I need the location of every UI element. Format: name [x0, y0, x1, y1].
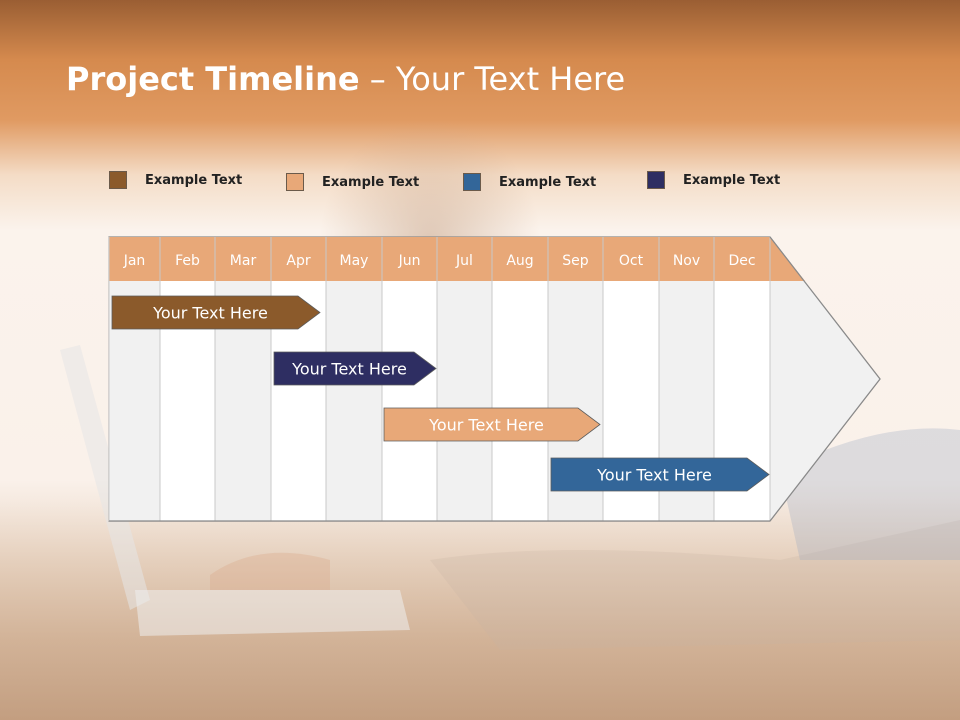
- task-label: Your Text Here: [152, 304, 268, 323]
- page-title: Project Timeline – Your Text Here: [66, 60, 625, 98]
- month-label: May: [340, 253, 369, 269]
- legend-swatch-1: [109, 171, 127, 189]
- month-label: Jul: [455, 253, 473, 269]
- arrow-head: [770, 281, 880, 521]
- task-label: Your Text Here: [596, 466, 712, 485]
- legend-label-3: Example Text: [499, 174, 597, 190]
- task-bar: [550, 457, 770, 492]
- legend-label-1: Example Text: [145, 172, 243, 188]
- month-column: [492, 281, 548, 521]
- legend-item-4: Example Text: [647, 170, 780, 190]
- month-header-cell: [714, 237, 770, 281]
- legend-swatch-2: [286, 173, 304, 191]
- legend-label-2: Example Text: [322, 174, 420, 190]
- legend-item-2: Example Text: [286, 172, 419, 192]
- month-label: Sep: [562, 253, 589, 269]
- month-column: [437, 281, 492, 521]
- month-header-cell: [659, 237, 714, 281]
- month-label: Feb: [175, 253, 200, 269]
- month-header-cell: [492, 237, 548, 281]
- month-column: [326, 281, 382, 521]
- legend-label-4: Example Text: [683, 172, 781, 188]
- month-label: Aug: [506, 253, 533, 269]
- legend-swatch-4: [647, 171, 665, 189]
- task-label: Your Text Here: [428, 416, 544, 435]
- month-header-cell: [548, 237, 603, 281]
- task-label: Your Text Here: [291, 360, 407, 379]
- legend-item-3: Example Text: [463, 172, 596, 192]
- month-header-cell: [603, 237, 659, 281]
- month-header-cell: [326, 237, 382, 281]
- month-header-cell: [437, 237, 492, 281]
- month-column: [382, 281, 437, 521]
- task-bar: [383, 407, 601, 442]
- month-label: Nov: [673, 253, 700, 269]
- month-header-cell: [271, 237, 326, 281]
- month-header-cell: [160, 237, 215, 281]
- month-header-cell: [109, 237, 160, 281]
- task-bar: [111, 295, 321, 330]
- month-label: Jan: [123, 253, 146, 269]
- month-header-cell: [215, 237, 271, 281]
- title-bold: Project Timeline: [66, 60, 360, 98]
- arrow-outline: [769, 236, 881, 522]
- month-label: Dec: [728, 253, 755, 269]
- legend-item-1: Example Text: [109, 170, 242, 190]
- legend-swatch-3: [463, 173, 481, 191]
- task-bar: [273, 351, 437, 386]
- month-label: Oct: [619, 253, 644, 269]
- month-label: Mar: [230, 253, 257, 269]
- title-rest: – Your Text Here: [359, 60, 626, 98]
- month-label: Apr: [286, 253, 310, 269]
- month-header-cell: [382, 237, 437, 281]
- month-label: Jun: [398, 253, 421, 269]
